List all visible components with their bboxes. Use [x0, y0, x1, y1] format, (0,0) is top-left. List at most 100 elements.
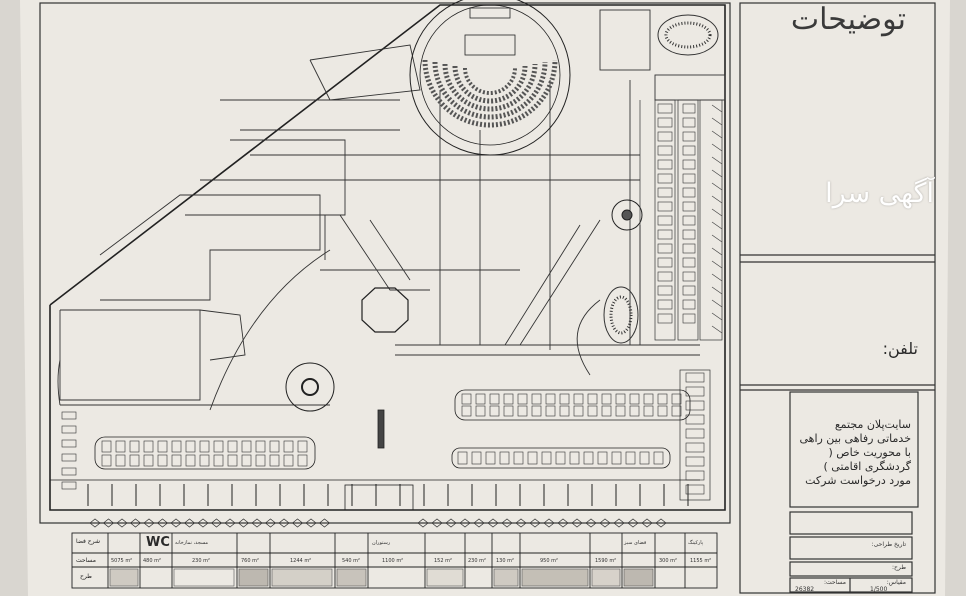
hedge-diamond: [264, 518, 277, 528]
parking-stall: [545, 405, 556, 417]
parking-stall: [639, 451, 650, 465]
parking-stall: [597, 451, 608, 465]
hatch-mark: [711, 299, 723, 308]
parking-stall: [682, 229, 696, 240]
hedge-diamond: [224, 518, 236, 528]
hatch-mark: [711, 273, 723, 282]
legend-area-3: 230 m²: [192, 558, 211, 564]
parking-stall: [682, 131, 696, 142]
parking-stall: [489, 405, 500, 417]
perimeter-mark: [61, 425, 77, 434]
hedge-diamond: [129, 518, 142, 528]
hedge-diamond: [487, 518, 499, 528]
parking-stall: [241, 440, 252, 453]
legend-area-2: 480 m²: [143, 558, 162, 564]
parking-stall: [601, 393, 612, 405]
hatch-mark: [711, 169, 723, 178]
parking-stall: [653, 451, 664, 465]
parking-stall: [297, 440, 308, 453]
building-outlines: [57, 9, 726, 411]
parking-stall: [657, 117, 673, 128]
legend-header-wc: WC: [146, 535, 170, 550]
legend-table: [71, 532, 718, 589]
parking-stall: [213, 454, 224, 467]
parking-stall: [143, 440, 154, 453]
hedge-diamond: [473, 518, 485, 528]
parking-stall: [531, 393, 542, 405]
hedge-diamond: [571, 518, 583, 528]
hedge-diamond: [641, 518, 653, 528]
hatch-mark: [711, 325, 723, 334]
parking-stall: [682, 117, 696, 128]
parking-stall: [657, 131, 673, 142]
parking-stall: [213, 440, 224, 453]
scale-value: 1/500: [870, 586, 888, 593]
parking-stall: [685, 414, 705, 425]
parking-stall: [157, 454, 168, 467]
hatch-mark: [711, 104, 723, 113]
parking-stall: [541, 451, 552, 465]
hedge-diamond: [501, 518, 513, 528]
legend-area-12: 1590 m²: [595, 558, 617, 564]
legend-header-mosque: مسجد، نمازخانه: [175, 540, 209, 546]
parking-stall: [531, 405, 542, 417]
parking-stall: [657, 201, 673, 212]
parking-stall: [255, 454, 266, 467]
parking-stall: [685, 484, 705, 495]
parking-stall: [625, 451, 636, 465]
parking-stall: [143, 454, 154, 467]
legend-header-green: فضای سبز: [624, 540, 647, 546]
parking-stall: [657, 215, 673, 226]
hedge-diamond: [445, 518, 457, 528]
parking-stall: [475, 405, 486, 417]
parking-stall: [269, 454, 280, 467]
fountain-circle: [285, 362, 335, 412]
legend-area-7: 1100 m²: [382, 558, 404, 564]
hatch-mark: [711, 312, 723, 321]
parking-stall: [101, 440, 112, 453]
hatch-mark: [711, 247, 723, 256]
legend-hatches: [109, 568, 654, 587]
perimeter-mark: [61, 411, 77, 420]
legend-area-11: 950 m²: [540, 558, 559, 564]
watermark: آگهی سرا: [825, 178, 934, 209]
hedge-diamond: [278, 518, 290, 528]
parking-stall: [461, 405, 472, 417]
parking-stall: [671, 393, 682, 405]
hedge-diamond: [210, 518, 223, 528]
hatch-mark: [711, 260, 723, 269]
parking-stall: [199, 440, 210, 453]
legend-header-space: شرح فضا: [76, 538, 101, 545]
hedge-diamond: [459, 518, 471, 528]
parking-stall: [157, 440, 168, 453]
parking-stall: [685, 470, 705, 481]
legend-area-1: 5075 m²: [111, 558, 133, 564]
parking-stall: [682, 173, 696, 184]
parking-stall: [682, 159, 696, 170]
parking-stall: [587, 393, 598, 405]
hatch-mark: [711, 221, 723, 230]
parking-stall: [629, 405, 640, 417]
hatch-mark: [711, 156, 723, 165]
hedge-diamond: [627, 518, 639, 528]
legend-row-design: طرح: [80, 573, 92, 580]
small-roundabout: [611, 199, 643, 231]
parking-stall: [657, 103, 673, 114]
drawing-frame: [39, 2, 731, 524]
hedge-diamond: [102, 518, 115, 528]
parking-stall: [569, 451, 580, 465]
parking-stall: [629, 393, 640, 405]
title-block-heading: توضیحات: [790, 2, 906, 37]
hatch-mark: [711, 234, 723, 243]
parking-stall: [611, 451, 622, 465]
parking-stall: [227, 454, 238, 467]
parking-stall: [643, 405, 654, 417]
parking-stall: [517, 393, 528, 405]
perimeter-mark: [61, 453, 77, 462]
parking-stall: [457, 451, 468, 465]
hedge-diamond: [305, 518, 317, 528]
parking-stall: [171, 440, 182, 453]
parking-stall: [297, 454, 308, 467]
hedge-diamond: [417, 518, 429, 528]
